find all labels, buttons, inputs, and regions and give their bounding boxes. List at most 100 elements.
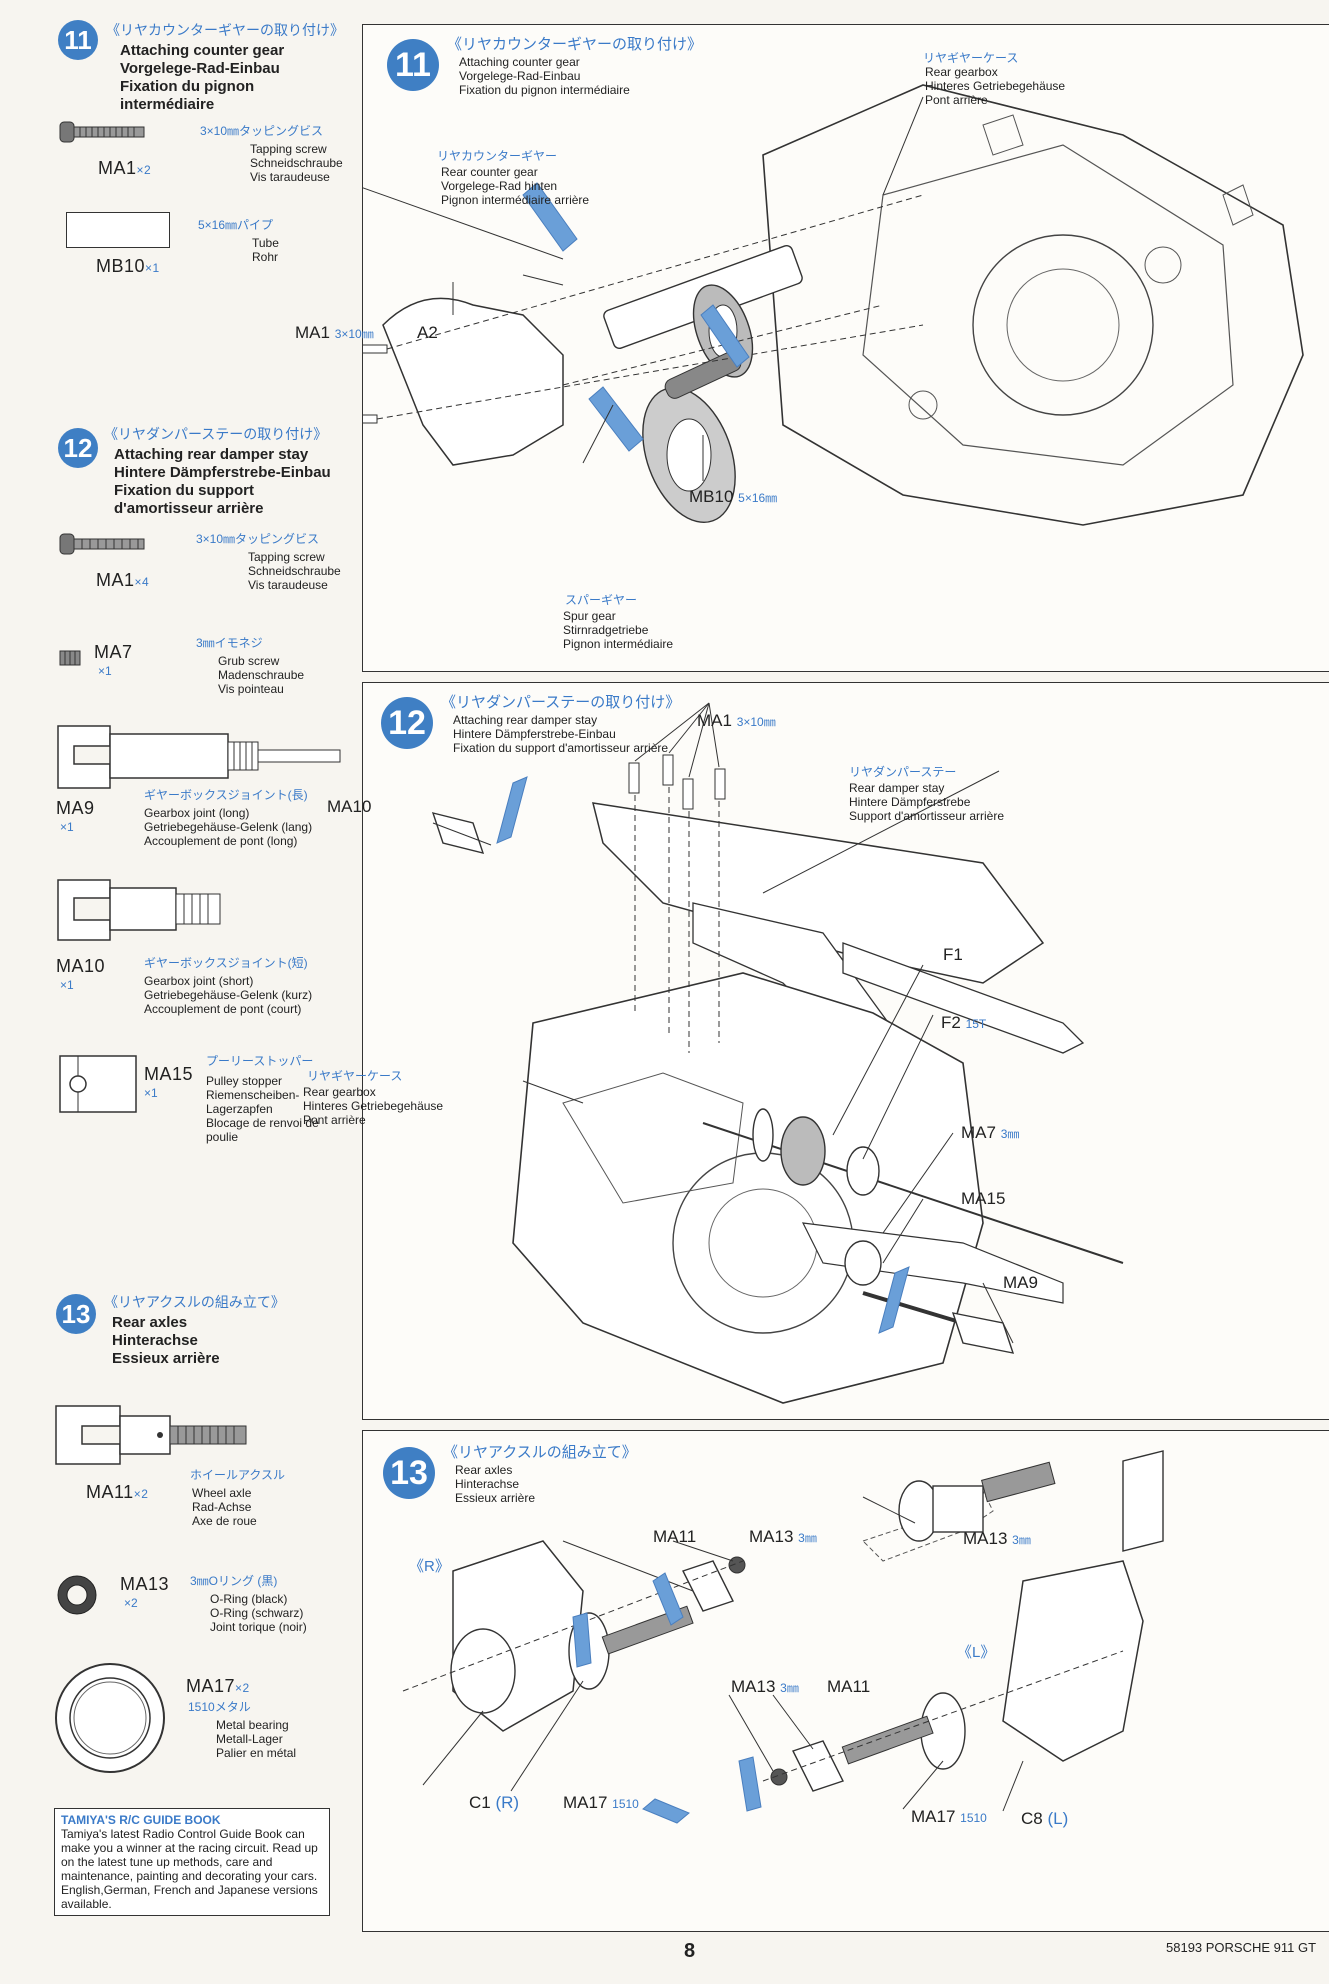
desc-en: Tapping screw <box>250 142 327 156</box>
desc-en: Rear gearbox <box>925 65 998 79</box>
desc-de: Metall-Lager <box>216 1732 283 1746</box>
part-ma17-desc: Metal bearing Metall-Lager Palier en mét… <box>216 1718 296 1760</box>
panel-step-12: 12 《リヤダンパーステーの取り付け》 Attaching rear dampe… <box>303 682 1329 1420</box>
callout-code: MB10 <box>689 487 734 506</box>
model-number: 58193 PORSCHE 911 GT <box>1166 1940 1317 1955</box>
step-11-fr: Fixation du pignon intermédiaire <box>120 78 255 113</box>
desc-fr: Pont arrière <box>303 1113 366 1127</box>
step-11-badge: 11 <box>58 20 98 60</box>
panel-11-ma1-label: MA1 3×10㎜ <box>295 323 374 343</box>
part-mb10-desc: Tube Rohr <box>252 236 279 264</box>
tapping-screw-icon <box>59 121 145 143</box>
panel-11-en: Attaching counter gear <box>459 55 580 69</box>
desc-fr: Blocage de renvoi de poulie <box>206 1116 319 1144</box>
panel-13-c8-label: C8 (L) <box>1021 1809 1068 1829</box>
part-ma1b-code: MA1×4 <box>96 570 149 591</box>
desc-fr: Vis taraudeuse <box>250 170 330 184</box>
panel-13-ma17-r-label: MA17 1510 <box>563 1793 639 1813</box>
panel-13-ma11-l-label: MA11 <box>827 1677 871 1696</box>
part-ma17-code: MA17×2 <box>186 1676 250 1697</box>
part-ma10-code: MA10 <box>56 956 106 976</box>
panel-12-ma10-label: MA10 <box>327 797 372 816</box>
metal-bearing-icon <box>55 1663 165 1773</box>
part-ma13-jp: 3㎜Oリング (黒) <box>190 1574 278 1588</box>
callout-code: MA7 <box>961 1123 996 1142</box>
desc-fr: Vis taraudeuse <box>248 578 328 592</box>
panel-12-ma9-label: MA9 <box>1003 1273 1038 1292</box>
callout-code: MA13 <box>963 1529 1008 1548</box>
desc-fr: Accouplement de pont (long) <box>144 834 298 848</box>
desc-de: Stirnradgetriebe <box>563 623 649 637</box>
desc-de: O-Ring (schwarz) <box>210 1606 304 1620</box>
desc-en: Tube <box>252 236 279 250</box>
pulley-stopper-icon <box>59 1055 137 1113</box>
panel-13-ma17-l-label: MA17 1510 <box>911 1807 987 1827</box>
damper-stay-assembly-diagram <box>431 702 1124 1404</box>
step-12-badge: 12 <box>58 428 98 468</box>
panel-12-damper-stay-desc: Rear damper stay Hintere Dämpferstrebe S… <box>849 781 1004 823</box>
panel-13-titles: Rear axles Hinterachse Essieux arrière <box>455 1463 535 1505</box>
guide-book-body: Tamiya's latest Radio Control Guide Book… <box>61 1827 318 1911</box>
desc-de: Schneidschraube <box>248 564 341 578</box>
desc-de: Schneidschraube <box>250 156 343 170</box>
panel-12-badge: 12 <box>381 697 433 749</box>
desc-fr: Support d'amortisseur arrière <box>849 809 1005 823</box>
step-13-de: Hinterachse <box>112 1332 198 1349</box>
desc-de: Hinteres Getriebegehäuse <box>925 79 1066 93</box>
desc-en: Rear damper stay <box>849 781 945 795</box>
part-ma9-qty: ×1 <box>60 820 74 834</box>
part-qty: ×4 <box>134 575 150 589</box>
part-ma7-desc: Grub screw Madenschraube Vis pointeau <box>218 654 304 696</box>
part-ma10-qty: ×1 <box>60 978 74 992</box>
callout-size: 3×10㎜ <box>334 327 374 341</box>
desc-de: Hintere Dämpferstrebe <box>849 795 971 809</box>
panel-13-jp-title: 《リヤアクスルの組み立て》 <box>443 1444 637 1461</box>
desc-en: Rear gearbox <box>303 1085 376 1099</box>
callout-size: 3㎜ <box>780 1681 799 1695</box>
panel-13-ma13-top-label: MA13 3㎜ <box>963 1529 1031 1549</box>
desc-en: Spur gear <box>563 609 616 623</box>
panel-11-spur-gear-desc: Spur gear Stirnradgetriebe Pignon interm… <box>563 609 673 651</box>
panel-11-rear-gearbox-desc: Rear gearbox Hinteres Getriebegehäuse Po… <box>925 65 1065 107</box>
desc-de: Rohr <box>252 250 279 264</box>
panel-13-en: Rear axles <box>455 1463 513 1477</box>
step-13-fr: Essieux arrière <box>112 1350 220 1367</box>
panel-12-jp-title: 《リヤダンパーステーの取り付け》 <box>441 694 681 711</box>
callout-code: C1 <box>469 1793 491 1812</box>
desc-en: O-Ring (black) <box>210 1592 288 1606</box>
panel-13-ma11-r-label: MA11 <box>653 1527 697 1546</box>
desc-en: Gearbox joint (long) <box>144 806 250 820</box>
callout-code: MA1 <box>697 711 732 730</box>
panel-13-fr: Essieux arrière <box>455 1491 536 1505</box>
part-code: MA1 <box>96 570 135 590</box>
desc-fr: Palier en métal <box>216 1746 297 1760</box>
desc-fr: Axe de roue <box>192 1514 257 1528</box>
part-ma15-code: MA15 <box>144 1064 194 1084</box>
callout-code: MA17 <box>563 1793 608 1812</box>
panel-12-fr: Fixation du support d'amortisseur arrièr… <box>453 741 669 755</box>
desc-en: Tapping screw <box>248 550 325 564</box>
panel-11-mb10-label: MB10 5×16㎜ <box>689 487 777 507</box>
part-ma7-jp: 3㎜イモネジ <box>196 636 263 650</box>
panel-11-badge: 11 <box>387 39 439 91</box>
step-13-en: Rear axles <box>112 1314 188 1331</box>
part-ma1b-desc: Tapping screw Schneidschraube Vis taraud… <box>248 550 341 592</box>
step-13-titles: Rear axles Hinterachse Essieux arrière <box>112 1314 220 1368</box>
guide-book-box: TAMIYA'S R/C GUIDE BOOK Tamiya's latest … <box>54 1808 330 1916</box>
tube-icon <box>66 212 170 248</box>
desc-fr: Vis pointeau <box>218 682 284 696</box>
panel-12-f1-label: F1 <box>943 945 963 964</box>
panel-13-c1-label: C1 (R) <box>469 1793 519 1813</box>
step-11-titles: Attaching counter gear Vorgelege-Rad-Ein… <box>120 42 310 114</box>
desc-fr: Accouplement de pont (court) <box>144 1002 302 1016</box>
part-ma11-jp: ホイールアクスル <box>190 1468 286 1482</box>
step-12-titles: Attaching rear damper stay Hintere Dämpf… <box>114 446 331 518</box>
callout-side: (L) <box>1047 1809 1069 1828</box>
part-ma1-code: MA1×2 <box>98 158 151 179</box>
desc-de: Riemenscheiben-Lagerzapfen <box>206 1088 300 1116</box>
callout-size: 1510 <box>612 1797 639 1811</box>
panel-12-f2-label: F2 15T <box>941 1013 986 1033</box>
part-ma1-jp: 3×10㎜タッピングビス <box>200 124 324 138</box>
desc-en: Grub screw <box>218 654 280 668</box>
desc-de: Hinteres Getriebegehäuse <box>303 1099 444 1113</box>
